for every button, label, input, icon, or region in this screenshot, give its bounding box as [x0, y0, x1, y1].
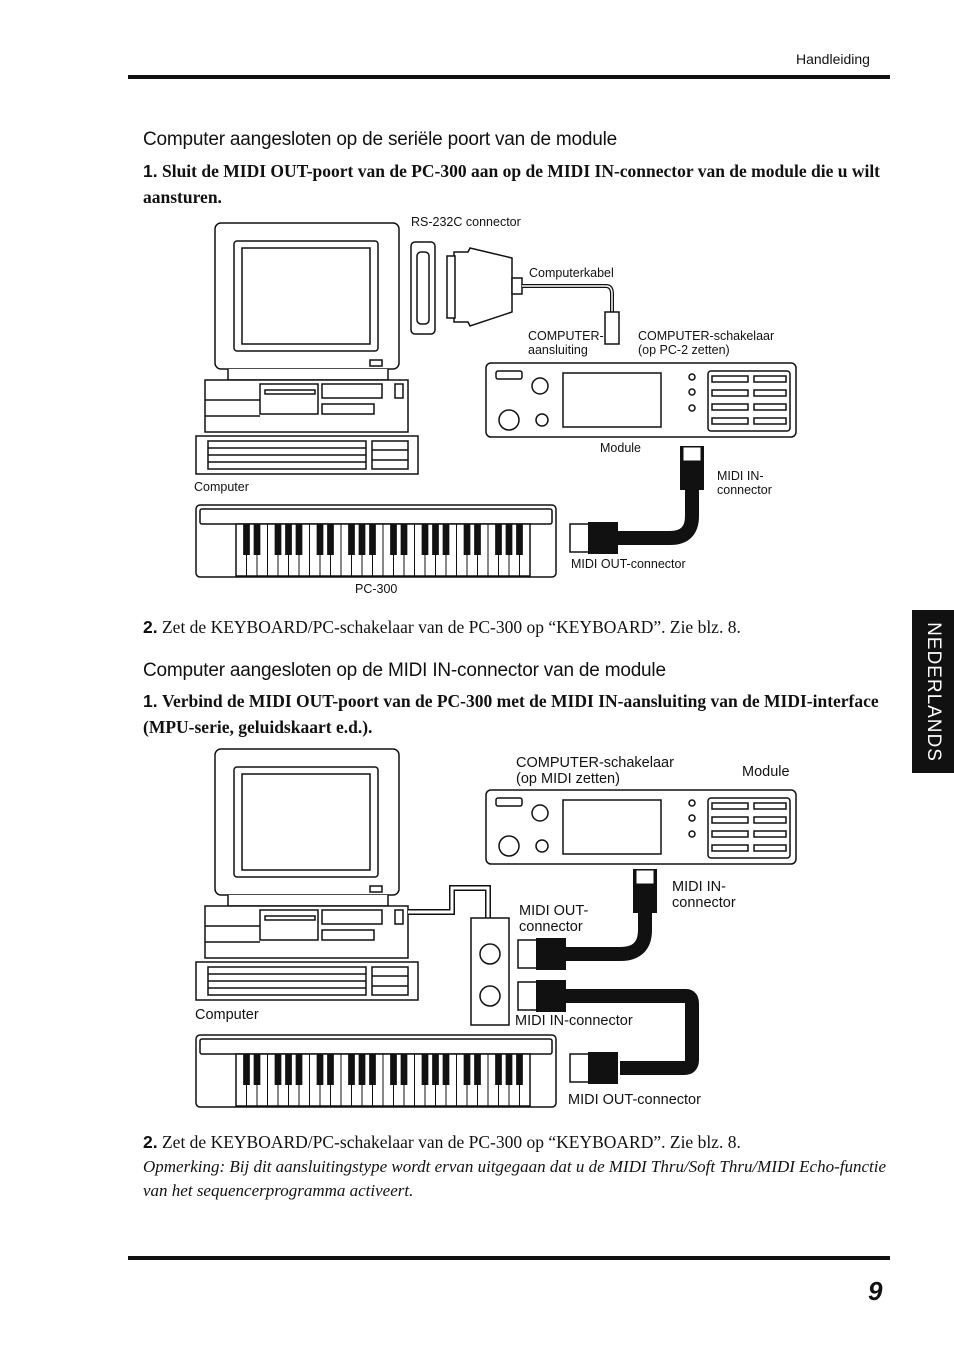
label-computer-switch: COMPUTER-schakelaar (op MIDI zetten): [516, 755, 674, 787]
system-unit-icon: [204, 905, 409, 959]
mini-din-plug-icon: [604, 311, 620, 345]
label-computer-switch: COMPUTER-schakelaar (op PC-2 zetten): [638, 329, 775, 357]
step-number: 2.: [143, 1132, 158, 1152]
step-text: Zet de KEYBOARD/PC-schakelaar van de PC-…: [161, 617, 741, 637]
module-icon: [485, 362, 797, 438]
section2-step1: 1. Verbind de MIDI OUT-poort van de PC-3…: [143, 688, 888, 740]
bottom-rule: [128, 1256, 890, 1260]
section2-step2: 2. Zet de KEYBOARD/PC-schakelaar van de …: [143, 1129, 888, 1155]
step-text: Verbind de MIDI OUT-poort van de PC-300 …: [143, 691, 879, 737]
label-pc300: PC-300: [355, 582, 398, 596]
computer-keyboard-icon: [195, 435, 419, 475]
rs232-port-icon: [410, 241, 436, 335]
section1-step2: 2. Zet de KEYBOARD/PC-schakelaar van de …: [143, 614, 888, 640]
pc300-keyboard-icon: [195, 1034, 557, 1108]
label-computer-cable: Computerkabel: [529, 266, 614, 280]
label-midi-out: MIDI OUT-connector: [571, 557, 686, 571]
midi-cable-icon: [517, 980, 699, 1084]
label-module: Module: [742, 764, 790, 780]
label-midi-in: MIDI IN- connector: [672, 879, 736, 911]
step-text: Zet de KEYBOARD/PC-schakelaar van de PC-…: [161, 1132, 741, 1152]
section1-heading: Computer aangesloten op de seriële poort…: [143, 129, 618, 150]
monitor-icon: [214, 748, 400, 907]
step-text: Sluit de MIDI OUT-poort van de PC-300 aa…: [143, 161, 881, 207]
language-tab: NEDERLANDS: [912, 610, 954, 773]
running-title: Handleiding: [796, 51, 870, 67]
note: Opmerking: Bij dit aansluitingstype word…: [143, 1157, 887, 1200]
midi-interface-icon: [470, 917, 510, 1026]
top-rule: [128, 75, 890, 79]
system-unit-icon: [204, 379, 409, 433]
cable-connector-icon: [446, 247, 523, 327]
label-computer-port: COMPUTER- aansluiting: [528, 329, 604, 357]
step-number: 2.: [143, 617, 158, 637]
midi-cable-icon: [569, 446, 704, 554]
label-midi-out: MIDI OUT- connector: [519, 903, 589, 935]
label-midi-in: MIDI IN- connector: [717, 469, 772, 497]
label-interface-midi-in: MIDI IN-connector: [515, 1013, 633, 1029]
page-number: 9: [868, 1276, 883, 1306]
module-icon: [485, 789, 797, 865]
section2-heading: Computer aangesloten op de MIDI IN-conne…: [143, 660, 666, 681]
step-number: 1.: [143, 691, 158, 711]
language-tab-label: NEDERLANDS: [923, 621, 944, 762]
label-rs232: RS-232C connector: [411, 215, 521, 229]
computer-keyboard-icon: [195, 961, 419, 1001]
label-midi-out-bottom: MIDI OUT-connector: [568, 1092, 701, 1108]
midi-cable-icon: [517, 869, 657, 970]
label-computer: Computer: [195, 1007, 259, 1023]
step-number: 1.: [143, 161, 158, 181]
section1-step1: 1. Sluit de MIDI OUT-poort van de PC-300…: [143, 158, 888, 210]
label-module: Module: [600, 441, 641, 455]
label-computer: Computer: [194, 480, 249, 494]
